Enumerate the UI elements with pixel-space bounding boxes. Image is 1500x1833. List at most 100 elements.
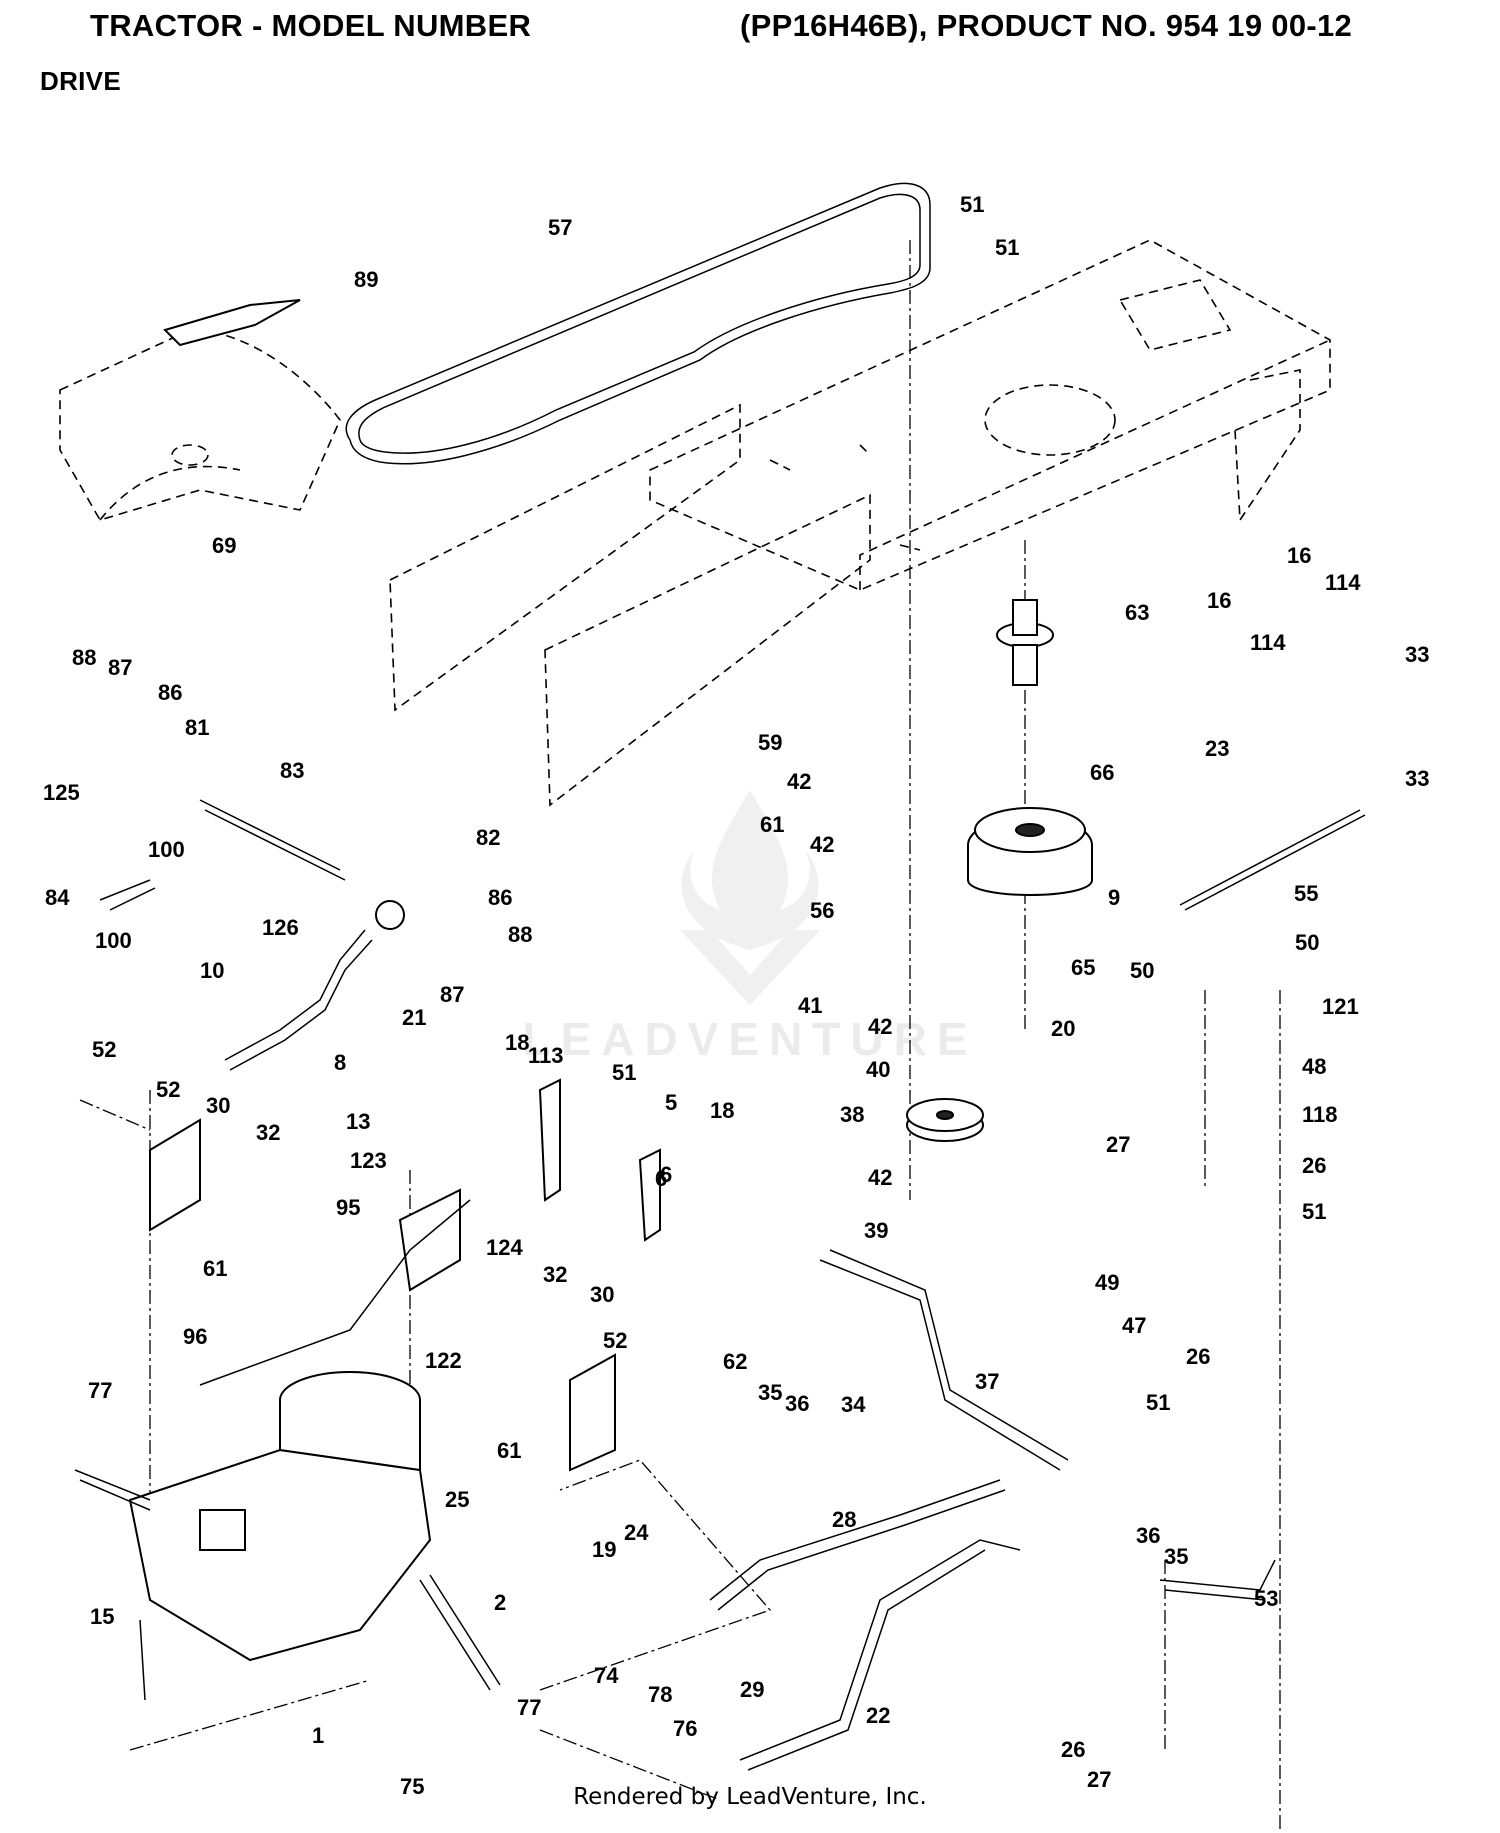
part-callout-57: 57 bbox=[548, 215, 572, 240]
part-callout-61: 61 bbox=[497, 1438, 521, 1463]
idler-pulley-38 bbox=[906, 1098, 984, 1142]
reference-lines bbox=[79, 1099, 772, 1801]
part-callout-125: 125 bbox=[43, 780, 80, 805]
part-callout-126: 126 bbox=[262, 915, 299, 940]
pulley-63 bbox=[996, 599, 1054, 686]
part-callout-18: 18 bbox=[710, 1098, 734, 1123]
part-callout-33: 33 bbox=[1405, 642, 1429, 667]
part-callout-95: 95 bbox=[336, 1195, 360, 1220]
part-callout-75: 75 bbox=[400, 1774, 424, 1799]
part-callout-22: 22 bbox=[866, 1703, 890, 1728]
part-callout-123: 123 bbox=[350, 1148, 387, 1173]
part-callout-30: 30 bbox=[206, 1093, 230, 1118]
part-callout-87: 87 bbox=[108, 655, 132, 680]
part-callout-33: 33 bbox=[1405, 766, 1429, 791]
part-callout-96: 96 bbox=[183, 1324, 207, 1349]
part-callout-25: 25 bbox=[445, 1487, 469, 1512]
part-callout-27: 27 bbox=[1087, 1767, 1111, 1792]
part-callout-26: 26 bbox=[1061, 1737, 1085, 1762]
part-callout-24: 24 bbox=[624, 1520, 649, 1545]
part-callout-100: 100 bbox=[148, 837, 185, 862]
part-callout-30: 30 bbox=[590, 1282, 614, 1307]
part-callout-32: 32 bbox=[543, 1262, 567, 1287]
part-callout-34: 34 bbox=[841, 1392, 866, 1417]
part-callout-42: 42 bbox=[868, 1014, 892, 1039]
drive-belt bbox=[345, 182, 931, 465]
part-callout-26: 26 bbox=[1186, 1344, 1210, 1369]
part-callout-50: 50 bbox=[1130, 958, 1154, 983]
lift-rods bbox=[709, 1249, 1276, 1771]
part-callout-88: 88 bbox=[508, 922, 532, 947]
part-callout-52: 52 bbox=[92, 1037, 116, 1062]
fender-outline bbox=[59, 329, 341, 521]
part-callout-37: 37 bbox=[975, 1369, 999, 1394]
part-callout-27: 27 bbox=[1106, 1132, 1130, 1157]
part-callout-36: 36 bbox=[785, 1391, 809, 1416]
part-callout-19: 19 bbox=[592, 1537, 616, 1562]
part-callout-77: 77 bbox=[517, 1695, 541, 1720]
part-callout-48: 48 bbox=[1302, 1054, 1326, 1079]
part-callout-18: 18 bbox=[505, 1030, 529, 1055]
part-callout-66: 66 bbox=[1090, 760, 1114, 785]
part-callout-51: 51 bbox=[1146, 1390, 1170, 1415]
part-callout-49: 49 bbox=[1095, 1270, 1119, 1295]
part-callout-88: 88 bbox=[72, 645, 96, 670]
part-callout-35: 35 bbox=[1164, 1544, 1188, 1569]
transaxle bbox=[74, 1371, 501, 1701]
diagram-title-model: TRACTOR - MODEL NUMBER bbox=[90, 8, 532, 43]
flame-logo-icon bbox=[680, 790, 820, 1005]
part-callout-114: 114 bbox=[1250, 630, 1286, 655]
part-callout-6: 6 bbox=[660, 1162, 672, 1187]
part-callout-55: 55 bbox=[1294, 881, 1318, 906]
part-callout-15: 15 bbox=[90, 1604, 114, 1629]
part-callout-6: 6 bbox=[655, 1166, 667, 1191]
part-callout-84: 84 bbox=[45, 885, 70, 910]
part-callout-20: 20 bbox=[1051, 1016, 1075, 1041]
part-callout-86: 86 bbox=[158, 680, 182, 705]
part-callout-121: 121 bbox=[1322, 994, 1359, 1019]
brackets bbox=[149, 1078, 661, 1472]
part-callout-39: 39 bbox=[864, 1218, 888, 1243]
part-callout-42: 42 bbox=[868, 1165, 892, 1190]
part-callout-51: 51 bbox=[1302, 1199, 1326, 1224]
part-callout-47: 47 bbox=[1122, 1313, 1146, 1338]
part-callout-87: 87 bbox=[440, 982, 464, 1007]
part-callout-13: 13 bbox=[346, 1109, 370, 1134]
part-callout-63: 63 bbox=[1125, 600, 1149, 625]
part-callout-113: 113 bbox=[528, 1043, 564, 1068]
shift-plate bbox=[163, 299, 301, 347]
part-callout-114: 114 bbox=[1325, 570, 1361, 595]
part-callout-40: 40 bbox=[866, 1057, 890, 1082]
part-callout-38: 38 bbox=[840, 1102, 864, 1127]
part-callout-42: 42 bbox=[787, 769, 811, 794]
part-callout-124: 124 bbox=[486, 1235, 523, 1260]
part-callout-1: 1 bbox=[312, 1723, 324, 1748]
part-callout-36: 36 bbox=[1136, 1523, 1160, 1548]
part-callout-8: 8 bbox=[334, 1050, 346, 1075]
leadventure-watermark: LEADVENTURE bbox=[480, 780, 1020, 1080]
part-callout-78: 78 bbox=[648, 1682, 672, 1707]
brake-rod-95 bbox=[199, 1199, 471, 1386]
footer-credit: Rendered by LeadVenture, Inc. bbox=[573, 1784, 927, 1810]
part-callout-69: 69 bbox=[212, 533, 236, 558]
part-callout-81: 81 bbox=[185, 715, 209, 740]
part-callout-86: 86 bbox=[488, 885, 512, 910]
part-callout-51: 51 bbox=[995, 235, 1019, 260]
part-callout-61: 61 bbox=[203, 1256, 227, 1281]
part-callout-51: 51 bbox=[960, 192, 984, 217]
part-callout-100: 100 bbox=[95, 928, 132, 953]
part-callout-16: 16 bbox=[1207, 588, 1231, 613]
part-callout-74: 74 bbox=[594, 1663, 619, 1688]
part-callout-83: 83 bbox=[280, 758, 304, 783]
part-callout-118: 118 bbox=[1302, 1102, 1338, 1127]
part-callout-82: 82 bbox=[476, 825, 500, 850]
part-callout-62: 62 bbox=[723, 1349, 747, 1374]
tractor-frame bbox=[389, 239, 1331, 807]
part-callout-35: 35 bbox=[758, 1380, 782, 1405]
part-callout-76: 76 bbox=[673, 1716, 697, 1741]
part-callout-23: 23 bbox=[1205, 736, 1229, 761]
part-callout-50: 50 bbox=[1295, 930, 1319, 955]
part-callout-122: 122 bbox=[425, 1348, 462, 1373]
